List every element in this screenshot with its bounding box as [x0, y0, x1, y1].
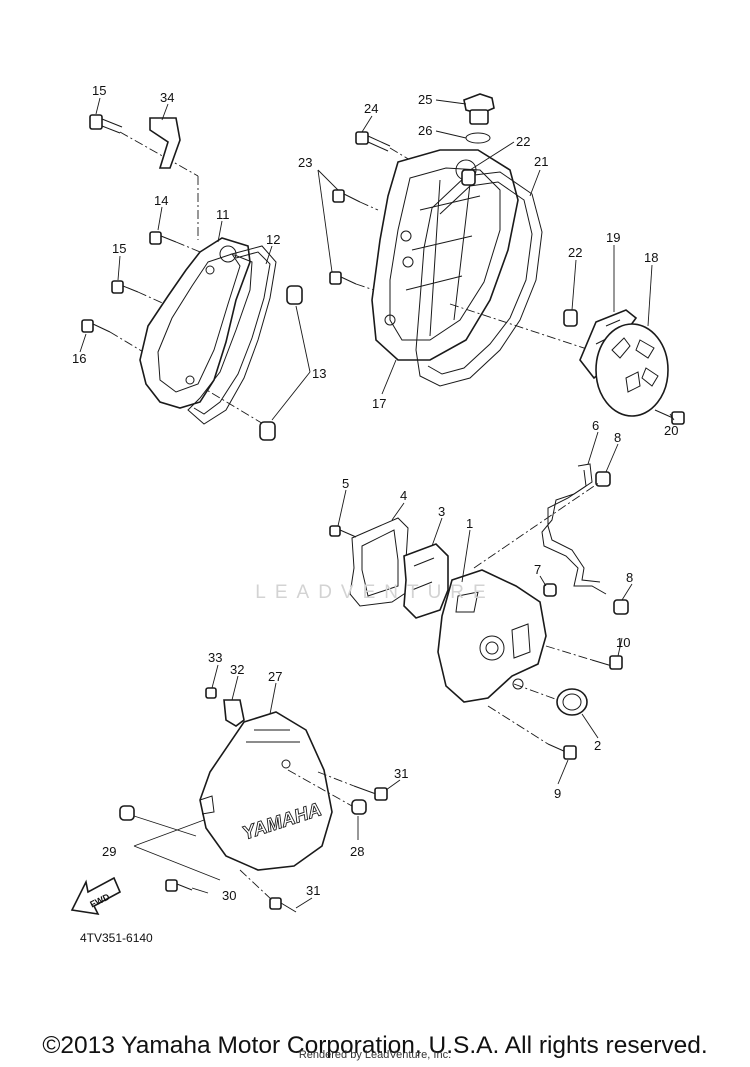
watermark: LEADVENTURE: [255, 582, 495, 603]
callout-15: 15: [92, 83, 106, 98]
bolt-15-lower: [111, 280, 139, 294]
oil-pump-assembly: [329, 463, 629, 760]
bolt-14: [149, 231, 177, 245]
yamaha-cover-27: [199, 711, 333, 871]
callout-14: 14: [154, 193, 168, 208]
gasket-12: [187, 245, 277, 425]
callout-17: 17: [372, 396, 386, 411]
filler-cap-25: [463, 93, 495, 125]
figure-code: 4TV351-6140: [80, 931, 153, 945]
callout-2: 2: [594, 738, 601, 753]
callout-13: 13: [312, 366, 326, 381]
callout-3: 3: [438, 504, 445, 519]
bolt-20: [654, 409, 685, 425]
callout-24: 24: [364, 101, 378, 116]
dowel-8-lower: [613, 599, 629, 615]
leader-lines: [79, 97, 675, 909]
callout-12: 12: [266, 232, 280, 247]
callout-29: 29: [102, 844, 116, 859]
callout-27: 27: [268, 669, 282, 684]
copyright-notice: ©2013 Yamaha Motor Corporation, U.S.A. A…: [42, 1032, 708, 1059]
gasket-21: [415, 171, 543, 387]
plug-28: [351, 799, 367, 815]
bolt-31-upper: [353, 785, 388, 801]
callout-31: 31: [394, 766, 408, 781]
fwd-arrow-icon: FWD: [70, 876, 122, 916]
yamaha-cover-assembly: YAMAHA FWD: [70, 687, 388, 916]
bolt-31-lower: [269, 897, 297, 913]
bolt-30: [165, 879, 193, 892]
callout-23: 23: [298, 155, 312, 170]
callout-22: 22: [516, 134, 530, 149]
callout-26: 26: [418, 123, 432, 138]
callout-21: 21: [534, 154, 548, 169]
plug-7: [543, 583, 557, 597]
callout-20: 20: [664, 423, 678, 438]
dowel-8-top: [595, 471, 611, 487]
plate-3: [403, 543, 449, 619]
callout-22b: 22: [568, 245, 582, 260]
bolt-10: [591, 655, 623, 670]
callout-4: 4: [400, 488, 407, 503]
callout-15b: 15: [112, 241, 126, 256]
dowel-22-top: [461, 169, 476, 186]
callout-33: 33: [208, 650, 222, 665]
callout-5: 5: [342, 476, 349, 491]
callout-34: 34: [160, 90, 174, 105]
crankcase-cover-assembly: [329, 93, 685, 425]
callout-30: 30: [222, 888, 236, 903]
callout-7: 7: [534, 562, 541, 577]
bracket-32: [223, 699, 245, 727]
dowel-29: [119, 805, 135, 821]
dowel-22-right: [563, 309, 578, 327]
callout-11: 11: [216, 207, 230, 222]
callout-16: 16: [72, 351, 86, 366]
callout-19: 19: [606, 230, 620, 245]
callout-labels: 15 34 14 11 12 15 16 13 24 25 26 22 21 2…: [72, 83, 678, 903]
dowel-13-top: [286, 285, 303, 305]
generator-cover-assembly: [81, 114, 303, 441]
bolt-16: [81, 319, 111, 333]
callout-6: 6: [592, 418, 599, 433]
callout-31b: 31: [306, 883, 320, 898]
gasket-4: [349, 517, 411, 607]
callout-8: 8: [614, 430, 621, 445]
callout-25: 25: [418, 92, 432, 107]
crankcase-cover-17: [371, 149, 519, 361]
bolt-15-top: [89, 114, 123, 134]
cap-2: [556, 688, 588, 716]
callout-1: 1: [466, 516, 473, 531]
callout-9: 9: [554, 786, 561, 801]
callout-10: 10: [616, 635, 630, 650]
bolt-24: [355, 131, 391, 152]
rendered-by: Rendered by LeadVenture, Inc.: [298, 1049, 452, 1061]
bolt-9: [547, 743, 577, 760]
callout-18: 18: [644, 250, 658, 265]
bolt-5: [329, 525, 357, 538]
bracket-34: [149, 117, 181, 169]
generator-cover-11: [139, 237, 251, 409]
rotor-plate-18: [595, 323, 669, 417]
callout-8b: 8: [626, 570, 633, 585]
bolt-23-lower: [329, 271, 357, 285]
gasket-6: [541, 463, 607, 595]
bolt-33: [205, 687, 217, 699]
callout-28: 28: [350, 844, 364, 859]
o-ring-26: [465, 132, 491, 144]
dowel-13-bottom: [259, 421, 276, 441]
callout-32: 32: [230, 662, 244, 677]
bolt-23-upper: [332, 189, 361, 203]
